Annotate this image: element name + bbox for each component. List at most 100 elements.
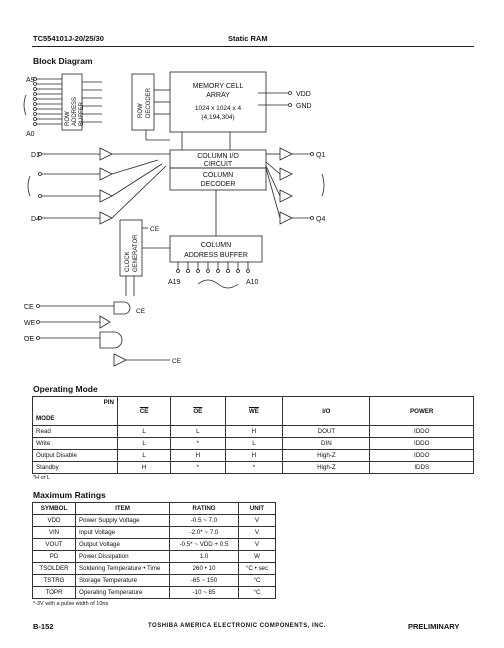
column-io-line-2: CIRCUIT xyxy=(204,161,233,168)
block-diagram-title: Block Diagram xyxy=(33,56,93,66)
table-cell: -65 ~ 150 xyxy=(169,574,239,587)
clock-generator-line-1: CLOCK xyxy=(125,251,131,272)
table-cell: VDD xyxy=(32,514,76,527)
table-cell: 260 • 10 xyxy=(169,562,239,575)
maximum-ratings-table: SYMBOL ITEM RATING UNIT VDD Power Supply… xyxy=(32,502,276,599)
table-cell: °C xyxy=(238,574,276,587)
column-header: OE xyxy=(170,396,226,426)
table-cell: H xyxy=(224,449,284,462)
table-cell: TOPR xyxy=(32,586,76,599)
column-decoder-line-2: DECODER xyxy=(200,181,235,188)
table-cell: Input Voltage xyxy=(75,526,170,539)
maximum-ratings-note: *-3V with a pulse width of 10ns xyxy=(33,601,109,607)
row-address-buffer-line-3: BUFFER xyxy=(79,101,85,126)
output-ce-label: CE xyxy=(172,358,182,365)
operating-mode-table: PIN MODE CE OE WE I/O POWER Read L L H D… xyxy=(32,396,474,474)
table-cell: VIN xyxy=(32,526,76,539)
table-row: VOUT Output Voltage -0.5* ~ VDD + 0.5 V xyxy=(32,538,276,551)
table-cell: -2.0* ~ 7.0 xyxy=(169,526,239,539)
table-cell: * xyxy=(170,437,226,450)
table-header-row: PIN MODE CE OE WE I/O POWER xyxy=(32,396,474,426)
row-address-buffer-line-1: ROW xyxy=(65,111,71,126)
header-rule xyxy=(32,46,474,47)
table-row: Standby H * * High-Z IDDS xyxy=(32,461,474,474)
table-row: Output Disable L H H High-Z IDDO xyxy=(32,449,474,462)
gate-ce-label: CE xyxy=(136,308,146,315)
table-cell: IDDO xyxy=(369,437,474,450)
table-cell: PD xyxy=(32,550,76,563)
table-cell: Storage Temperature xyxy=(75,574,170,587)
table-cell: Power Supply Voltage xyxy=(75,514,170,527)
table-cell: L xyxy=(116,449,172,462)
table-cell: DOUT xyxy=(282,425,371,438)
col-addr-buffer-line-2: ADDRESS BUFFER xyxy=(184,252,248,259)
table-cell: * xyxy=(170,461,226,474)
footer-company: TOSHIBA AMERICA ELECTRONIC COMPONENTS, I… xyxy=(148,623,327,629)
table-cell: °C • sec xyxy=(238,562,276,575)
table-cell: °C xyxy=(238,586,276,599)
table-row: TOPR Operating Temperature -10 ~ 85 °C xyxy=(32,586,276,599)
gnd-label: GND xyxy=(296,103,312,110)
table-cell: H xyxy=(116,461,172,474)
operating-mode-note: *H or L xyxy=(33,475,51,481)
table-row: VIN Input Voltage -2.0* ~ 7.0 V xyxy=(32,526,276,539)
header-product-type: Static RAM xyxy=(228,34,268,43)
table-cell: L xyxy=(116,425,172,438)
we-bar-label: WE xyxy=(24,320,36,327)
table-row: TSOLDER Soldering Temperature • Time 260… xyxy=(32,562,276,575)
table-cell: V xyxy=(238,526,276,539)
table-cell: Output Disable xyxy=(32,449,118,462)
addr-label-a0: A0 xyxy=(26,131,35,138)
table-cell: L xyxy=(170,425,226,438)
table-cell: L xyxy=(224,437,284,450)
table-cell: TSOLDER xyxy=(32,562,76,575)
column-io-line-1: COLUMN I/O xyxy=(197,153,239,160)
table-row: Write L * L DIN IDDO xyxy=(32,437,474,450)
row-decoder-line-2: DECODER xyxy=(146,87,152,118)
table-cell: H xyxy=(170,449,226,462)
table-cell: Read xyxy=(32,425,118,438)
table-cell: VOUT xyxy=(32,538,76,551)
table-header-row: SYMBOL ITEM RATING UNIT xyxy=(32,502,276,515)
table-cell: IDDO xyxy=(369,449,474,462)
column-header: RATING xyxy=(169,502,239,515)
table-cell: TSTRG xyxy=(32,574,76,587)
table-cell: Operating Temperature xyxy=(75,586,170,599)
addr-label-a9: A9 xyxy=(26,77,35,84)
table-cell: Standby xyxy=(32,461,118,474)
column-header: UNIT xyxy=(238,502,276,515)
memory-cell-line-3: 1024 x 1024 x 4 xyxy=(195,105,242,112)
table-cell: V xyxy=(238,514,276,527)
maximum-ratings-title: Maximum Ratings xyxy=(33,490,106,500)
column-decoder-line-1: COLUMN xyxy=(203,172,233,179)
table-row: Read L L H DOUT IDDO xyxy=(32,425,474,438)
table-cell: -10 ~ 85 xyxy=(169,586,239,599)
table-cell: Write xyxy=(32,437,118,450)
col-addr-buffer-line-1: COLUMN xyxy=(201,242,231,249)
table-cell: IDDS xyxy=(369,461,474,474)
table-cell: Soldering Temperature • Time xyxy=(75,562,170,575)
pin-mode-header: PIN MODE xyxy=(32,396,118,426)
row-address-buffer-line-2: ADDRESS xyxy=(72,97,78,126)
table-cell: DIN xyxy=(282,437,371,450)
column-header: I/O xyxy=(282,396,371,426)
table-cell: L xyxy=(116,437,172,450)
table-cell: V xyxy=(238,538,276,551)
table-cell: H xyxy=(224,425,284,438)
data-label-q4: Q4 xyxy=(316,216,325,223)
table-cell: High-Z xyxy=(282,461,371,474)
oe-bar-label: OE xyxy=(24,336,34,343)
mode-label: MODE xyxy=(36,415,55,422)
block-diagram: A9 A0 D1 D4 Q1 Q4 VDD GND A19 A10 CE CE … xyxy=(23,71,325,367)
table-row: VDD Power Supply Voltage -0.5 ~ 7.0 V xyxy=(32,514,276,527)
data-label-q1: Q1 xyxy=(316,152,325,159)
table-cell: * xyxy=(224,461,284,474)
ce-bar-label: CE xyxy=(24,304,34,311)
table-cell: IDDO xyxy=(369,425,474,438)
table-cell: -0.5* ~ VDD + 0.5 xyxy=(169,538,239,551)
clock-generator-line-2: GENERATOR xyxy=(133,234,139,272)
column-header: SYMBOL xyxy=(32,502,76,515)
operating-mode-title: Operating Mode xyxy=(33,384,98,394)
table-cell: Output Voltage xyxy=(75,538,170,551)
column-header: POWER xyxy=(369,396,474,426)
